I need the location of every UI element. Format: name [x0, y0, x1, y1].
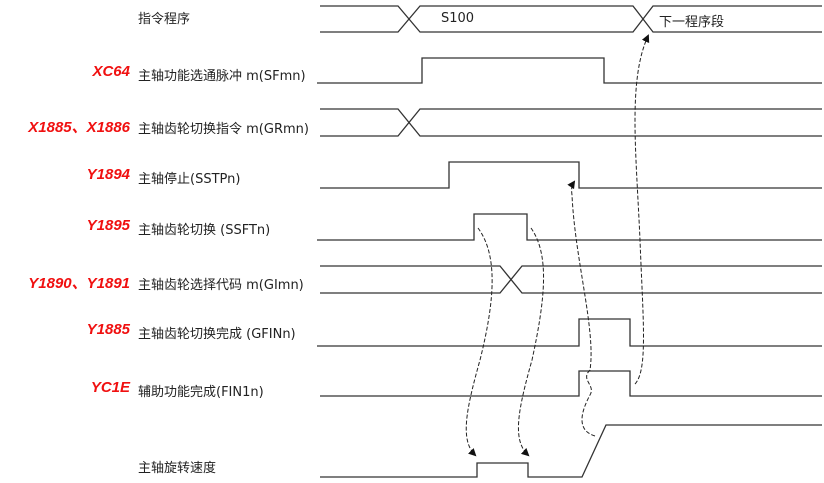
waveform-fin: [320, 370, 822, 397]
bus-value-next: 下一程序段: [659, 15, 725, 30]
waveform-sstp: [320, 161, 822, 189]
arrow-speed-to-sstp: [567, 180, 596, 437]
waveform-gfin: [317, 318, 822, 347]
signal-name-sstp: 主轴停止(SSTPn): [138, 172, 241, 187]
arrow-ssft-fall-to-speed: [518, 227, 544, 457]
arrow-ssft-rise-to-speed: [465, 227, 493, 457]
arrow-fin-to-next-block: [634, 34, 650, 385]
signal-code-gfin: Y1885: [86, 321, 130, 338]
signal-name-gr: 主轴齿轮切换指令 m(GRmn): [138, 122, 309, 137]
signal-code-sstp: Y1894: [86, 166, 130, 183]
signal-name-gfin: 主轴齿轮切换完成 (GFINn): [138, 327, 296, 342]
bus-value-current: S100: [441, 11, 475, 26]
waveform-speed: [320, 424, 822, 478]
signal-name-program: 指令程序: [138, 12, 191, 27]
signal-code-fin: YC1E: [90, 379, 130, 396]
signal-name-ssft: 主轴齿轮切换 (SSFTn): [138, 223, 271, 238]
waveform-gi: [320, 265, 822, 294]
signal-code-gr: X1885、X1886: [28, 119, 130, 136]
signal-name-speed: 主轴旋转速度: [138, 461, 217, 476]
signal-code-gi: Y1890、Y1891: [28, 275, 130, 292]
signal-code-ssft: Y1895: [86, 217, 130, 234]
waveform-gr: [320, 108, 822, 137]
waveform-sf: [317, 57, 822, 84]
waveform-program: [320, 5, 822, 33]
waveform-ssft: [317, 213, 822, 241]
signal-name-gi: 主轴齿轮选择代码 m(GImn): [138, 278, 304, 293]
signal-name-sf: 主轴功能选通脉冲 m(SFmn): [138, 69, 306, 84]
signal-code-sf: XC64: [92, 63, 130, 80]
signal-name-fin: 辅助功能完成(FIN1n): [138, 385, 264, 400]
